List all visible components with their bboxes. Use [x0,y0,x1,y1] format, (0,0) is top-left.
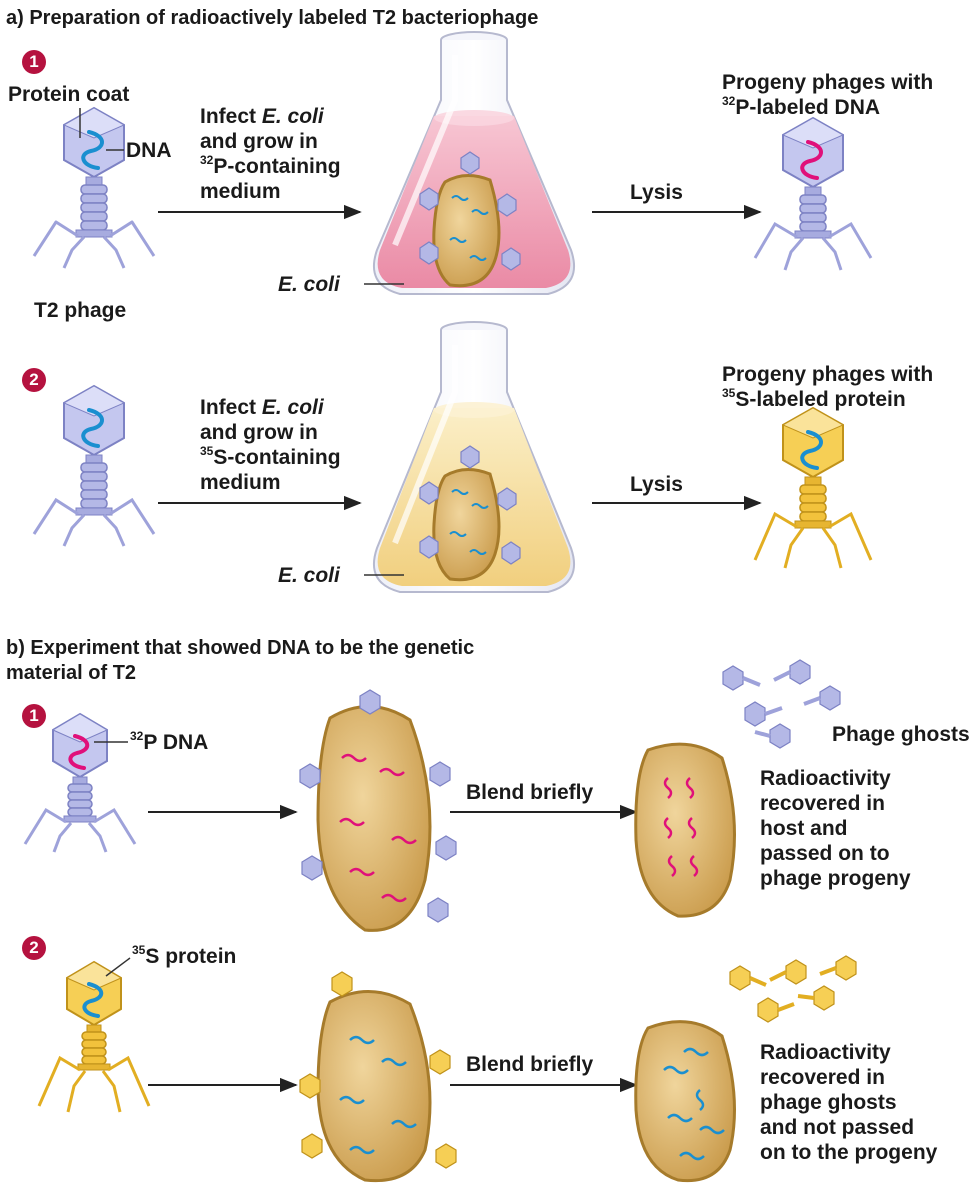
result-line: host and [760,816,911,841]
step-badge-a1: 1 [22,50,46,74]
host-cell-35s [636,1022,735,1181]
infect-line-4: medium [200,179,341,204]
result-line: recovered in [760,791,911,816]
result-text-1: Radioactivity recovered in host and pass… [760,766,911,891]
infect-line-2: and grow in [200,420,341,445]
progeny-line-2: S-labeled protein [735,388,905,411]
result-line: Radioactivity [760,766,911,791]
infect-instructions-2: Infect E. coli and grow in 35S-containin… [200,395,341,495]
infect-prefix: Infect [200,396,262,419]
infect-prefix: Infect [200,105,262,128]
result-line: phage progeny [760,866,911,891]
infect-organism: E. coli [262,105,324,128]
panel-b-title-line-2: material of T2 [6,661,474,686]
result-line: passed on to [760,841,911,866]
dna-label: DNA [126,138,172,163]
infect-line-3: P-containing [213,155,340,178]
result-line: on to the progeny [760,1140,937,1165]
infect-organism: E. coli [262,396,324,419]
panel-b-title: b) Experiment that showed DNA to be the … [6,636,474,686]
infect-line-2: and grow in [200,129,341,154]
step-badge-b1: 1 [22,704,46,728]
result-line: phage ghosts [760,1090,937,1115]
panel-b-title-line-1: b) Experiment that showed DNA to be the … [6,636,474,661]
label-pointer-35s [106,958,130,976]
lysis-label-2: Lysis [630,472,683,497]
ecoli-label-2: E. coli [278,563,340,588]
lysis-label-1: Lysis [630,180,683,205]
result-line: and not passed [760,1115,937,1140]
infect-line-3: S-containing [213,446,340,469]
phage-ghosts-label: Phage ghosts [832,722,970,747]
label-text: S protein [145,945,236,968]
t2-phage-label: T2 phage [34,298,126,323]
progeny-line-1: Progeny phages with [722,70,933,95]
label-35s-protein: 35S protein [132,944,236,969]
ecoli-label-1: E. coli [278,272,340,297]
phage-32p-dna-icon [25,714,135,852]
progeny-label-1: Progeny phages with 32P-labeled DNA [722,70,933,120]
isotope-superscript: 35 [132,943,145,957]
t2-phage-icon [34,108,154,268]
progeny-phage-35s-icon [755,408,871,568]
host-cell-32p [636,744,735,916]
t2-phage-step2-icon [34,386,154,546]
phage-ghosts-lavender-icon [723,660,840,748]
isotope-superscript: 32 [200,153,213,167]
infected-cell-32p [300,690,456,930]
step-badge-b2: 2 [22,936,46,960]
result-line: recovered in [760,1065,937,1090]
infect-instructions-1: Infect E. coli and grow in 32P-containin… [200,104,341,204]
step-badge-a2: 2 [22,368,46,392]
infect-line-4: medium [200,470,341,495]
progeny-isotope: 35 [722,386,735,400]
phage-ghosts-gold-icon [730,956,856,1022]
progeny-label-2: Progeny phages with 35S-labeled protein [722,362,933,412]
panel-a-title: a) Preparation of radioactively labeled … [6,6,538,31]
progeny-phage-32p-icon [755,118,871,270]
infected-cell-35s [300,972,456,1181]
progeny-isotope: 32 [722,94,735,108]
protein-coat-label: Protein coat [8,82,129,107]
blend-label-2: Blend briefly [466,1052,593,1077]
progeny-line-2: P-labeled DNA [735,96,880,119]
result-line: Radioactivity [760,1040,937,1065]
phage-35s-protein-icon [39,962,149,1112]
label-text: P DNA [143,731,208,754]
result-text-2: Radioactivity recovered in phage ghosts … [760,1040,937,1165]
isotope-superscript: 32 [130,729,143,743]
isotope-superscript: 35 [200,444,213,458]
progeny-line-1: Progeny phages with [722,362,933,387]
blend-label-1: Blend briefly [466,780,593,805]
label-32p-dna: 32P DNA [130,730,208,755]
